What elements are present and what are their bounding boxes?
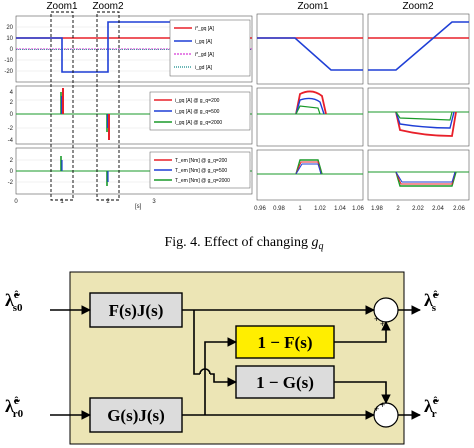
series-iq-meas	[16, 21, 170, 73]
legend-top-2: i*_gd [A]	[195, 52, 215, 58]
zoom2-label: Zoom2	[402, 1, 434, 12]
legend-top-1: i_gq [A]	[195, 39, 213, 45]
block-diagram: F(s)J(s) 1 − F(s) 1 − G(s) G(s)J(s) + + …	[5, 271, 439, 445]
ytick-bot-2: -2	[8, 180, 14, 186]
block-one-minus-f-label: 1 − F(s)	[257, 333, 312, 352]
plus-bot-top: +	[380, 400, 385, 410]
ytick-top-1: 10	[6, 36, 13, 42]
legend-top-3: i_gd [A]	[195, 65, 213, 71]
legend-bot-0: T_em [Nm] @ g_q=200	[175, 158, 227, 164]
zoom1-plots: Zoom1 0.96 0.98 1 1.02 1.04 1.06	[254, 1, 364, 212]
z1-xtick-0: 0.98	[273, 206, 285, 212]
zoom2-plots: Zoom2 1.98 2 2.02 2.04 2.06	[367, 1, 470, 212]
block-fj	[89, 292, 183, 328]
xtick-left-0: 0	[14, 199, 18, 205]
zoom2-label-left: Zoom2	[92, 1, 124, 12]
legend-top-0: i*_gq [A]	[195, 26, 215, 32]
legend-mid-0: i_gq [A] @ g_q=200	[175, 98, 220, 104]
block-fj-label: F(s)J(s)	[109, 301, 164, 320]
ytick-mid-1: 2	[10, 100, 14, 106]
zoom1-label-left: Zoom1	[46, 1, 78, 12]
plus-top-bottom: +	[380, 319, 385, 329]
z2-xtick-2: 2.02	[412, 206, 424, 212]
z1-xtick-1: 1	[298, 206, 302, 212]
z2-xtick-0: 1.98	[371, 206, 383, 212]
legend-top	[169, 19, 251, 77]
left-plots: i*_gq [A] i_gq [A] i*_gd [A] i_gd [A] 20…	[4, 1, 253, 210]
ytick-mid-2: 0	[10, 112, 14, 118]
block-one-minus-g-label: 1 − G(s)	[256, 373, 314, 392]
ytick-top-4: -20	[4, 69, 13, 75]
legend-mid-1: i_gq [A] @ g_q=500	[175, 109, 220, 115]
z1-xtick-lead: 0.96	[254, 206, 266, 212]
xlabel-left: [s]	[135, 204, 142, 210]
z1-xtick-4: 1.06	[352, 206, 364, 212]
legend-mid-2: i_gq [A] @ g_q=2000	[175, 120, 222, 126]
zoom1-label: Zoom1	[297, 1, 329, 12]
zoom1-box	[50, 11, 74, 201]
ytick-mid-0: 4	[10, 90, 14, 96]
ytick-bot-0: 2	[10, 158, 14, 164]
figure-caption: Fig. 4. Effect of changing gq	[164, 235, 323, 252]
zoom2-box	[96, 11, 120, 201]
ytick-mid-4: -4	[8, 138, 14, 144]
legend-bot-2: T_em [Nm] @ g_q=2000	[175, 178, 230, 184]
z2-xtick-4: 2.06	[453, 206, 465, 212]
xtick-left-2: 2	[106, 199, 110, 205]
z2-xtick-3: 2.04	[432, 206, 444, 212]
ytick-top-2: 0	[10, 47, 14, 53]
ytick-top-0: 20	[6, 25, 13, 31]
xtick-left-3: 3	[152, 199, 156, 205]
legend-bot-1: T_em [Nm] @ g_q=500	[175, 168, 227, 174]
plus-bot-left: +	[374, 404, 379, 414]
ytick-top-3: -10	[4, 58, 13, 64]
xtick-left-1: 1	[60, 199, 64, 205]
legend-middle	[149, 91, 251, 131]
plus-top-left: +	[374, 314, 379, 324]
z1-xtick-2: 1.02	[314, 206, 326, 212]
ytick-mid-3: -2	[8, 126, 14, 132]
ytick-bot-1: 0	[10, 169, 14, 175]
block-gj-label: G(s)J(s)	[107, 406, 165, 425]
block-one-minus-f	[235, 325, 335, 359]
z2-xtick-1: 2	[396, 206, 400, 212]
z1-xtick-3: 1.04	[334, 206, 346, 212]
